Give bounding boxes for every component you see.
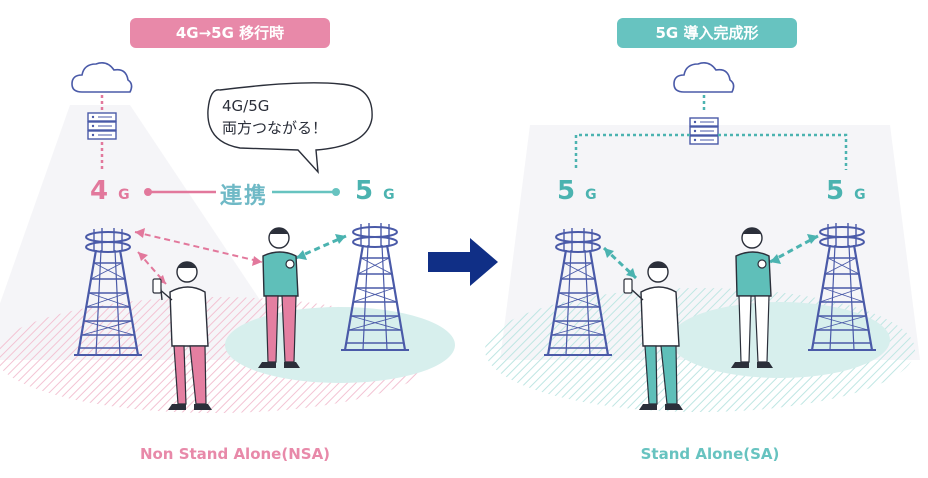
- label-5g-nsa-unit: G: [383, 187, 395, 203]
- sa-coverage: [485, 125, 920, 412]
- bubble-line-1: 4G/5G: [222, 97, 270, 115]
- nsa-header-pill: 4G→5G 移行時: [130, 18, 330, 48]
- label-5g-nsa-number: 5: [355, 176, 374, 206]
- speech-bubble: [207, 82, 373, 175]
- bubble-line-2: 両方つながる！: [222, 119, 328, 137]
- label-5g-sa-right-number: 5: [826, 176, 845, 206]
- cloud-icon: [71, 62, 133, 93]
- person-icon-nsa-back: [258, 227, 300, 368]
- server-station-links-sa: [574, 133, 848, 170]
- nsa-caption: Non Stand Alone(NSA): [139, 445, 331, 463]
- signal-arrows-nsa: [134, 228, 347, 285]
- person-icon-sa-front: [623, 261, 683, 410]
- sa-header-pill: 5G 導入完成形: [617, 18, 797, 48]
- signal-arrows-sa: [602, 234, 819, 280]
- server-icon: [689, 117, 719, 145]
- label-4g-unit: G: [118, 187, 130, 203]
- cloud-icon: [673, 62, 735, 93]
- person-icon-sa-back: [731, 227, 773, 368]
- nsa-coverage: [0, 105, 455, 413]
- link-label: 連携: [216, 178, 272, 210]
- person-icon-nsa-front: [152, 261, 212, 410]
- label-5g-sa-left-number: 5: [557, 176, 576, 206]
- server-icon: [87, 112, 117, 140]
- transition-arrow-icon: [428, 238, 498, 286]
- label-5g-sa-right-unit: G: [854, 187, 866, 203]
- label-4g-number: 4: [90, 176, 109, 206]
- sa-caption: Stand Alone(SA): [640, 445, 780, 463]
- speech-bubble-text: 4G/5G 両方つながる！: [222, 95, 372, 139]
- label-5g-sa-left-unit: G: [585, 187, 597, 203]
